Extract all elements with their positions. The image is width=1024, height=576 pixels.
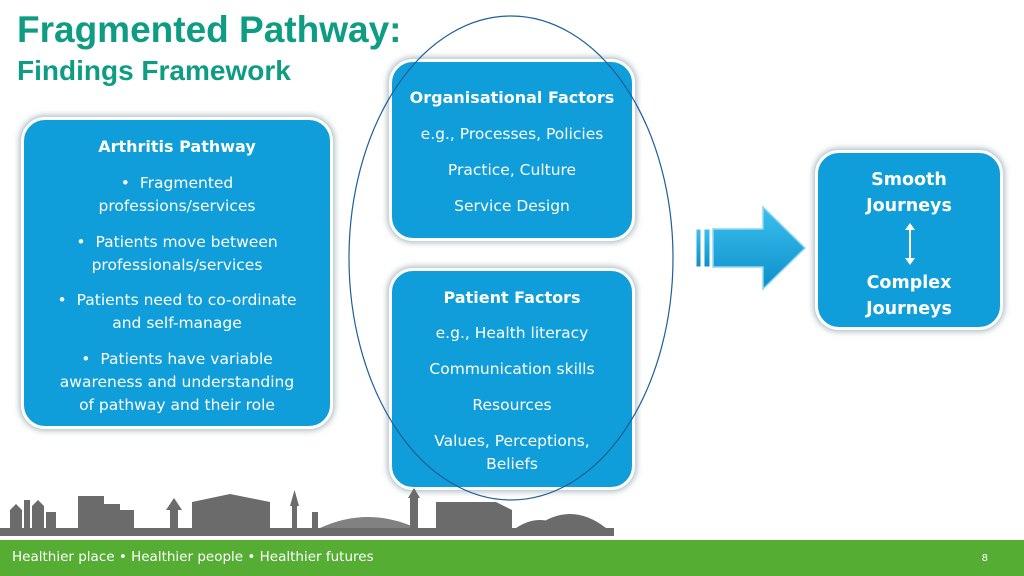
patient-factors-heading: Patient Factors xyxy=(443,288,581,307)
bullet-item-coordinate: • Patients need to co-ordinate and self-m… xyxy=(24,289,330,335)
bullet-dot: • xyxy=(81,350,91,368)
patient-factor-line: Communication skills xyxy=(429,360,595,378)
slide-title: Fragmented Pathway: xyxy=(17,9,402,50)
patient-factor-line: Resources xyxy=(472,396,552,414)
bullet-item-fragmented: • Fragmented professions/services xyxy=(24,172,330,218)
footer-bar: Healthier place • Healthier people • Hea… xyxy=(0,540,1024,576)
bullet-item-patients-move: • Patients move between professionals/ser… xyxy=(24,231,330,277)
bullet-text: awareness and understanding xyxy=(59,373,295,391)
patient-factor-line: Values, Perceptions, xyxy=(434,432,590,450)
arthritis-pathway-heading: Arthritis Pathway xyxy=(98,137,256,156)
organisational-factors-heading: Organisational Factors xyxy=(409,88,615,107)
double-headed-arrow-icon xyxy=(905,223,915,265)
journeys-box: Smooth Journeys Complex Journeys xyxy=(815,150,1003,330)
smooth-journeys-label: Journeys xyxy=(866,196,952,216)
bullet-dot: • xyxy=(57,291,67,309)
city-skyline-image xyxy=(0,488,614,536)
bullet-text: Patients move between xyxy=(95,233,278,251)
bullet-text: Patients need to co-ordinate xyxy=(76,291,297,309)
footer-tagline: Healthier place • Healthier people • Hea… xyxy=(12,549,374,565)
bullet-text: professions/services xyxy=(98,197,256,215)
patient-factor-line: Beliefs xyxy=(486,455,538,473)
bullet-dot: • xyxy=(76,233,86,251)
slide-subtitle: Findings Framework xyxy=(17,55,291,86)
organisational-factor-line: Service Design xyxy=(454,197,570,215)
bullet-text: and self-manage xyxy=(112,314,242,332)
bullet-text: Fragmented xyxy=(139,174,234,192)
organisational-factor-line: Practice, Culture xyxy=(447,161,577,179)
organisational-factors-box: Organisational Factors e.g., Processes, … xyxy=(389,59,635,241)
organisational-factor-line: e.g., Processes, Policies xyxy=(420,125,604,143)
bullet-item-awareness: • Patients have variable awareness and un… xyxy=(24,348,330,417)
bullet-text: Patients have variable xyxy=(100,350,273,368)
patient-factor-line: e.g., Health literacy xyxy=(435,324,589,342)
bullet-dot: • xyxy=(120,174,130,192)
smooth-journeys-label: Smooth xyxy=(871,170,947,190)
arthritis-pathway-box: Arthritis Pathway • Fragmented profession… xyxy=(21,117,333,429)
bullet-text: of pathway and their role xyxy=(79,396,275,414)
right-arrow-icon xyxy=(695,205,807,291)
bullet-text: professionals/services xyxy=(91,256,263,274)
complex-journeys-label: Journeys xyxy=(866,299,952,319)
patient-factors-box: Patient Factors e.g., Health literacy Co… xyxy=(389,268,635,490)
complex-journeys-label: Complex xyxy=(866,273,952,293)
page-number: 8 xyxy=(981,553,988,564)
